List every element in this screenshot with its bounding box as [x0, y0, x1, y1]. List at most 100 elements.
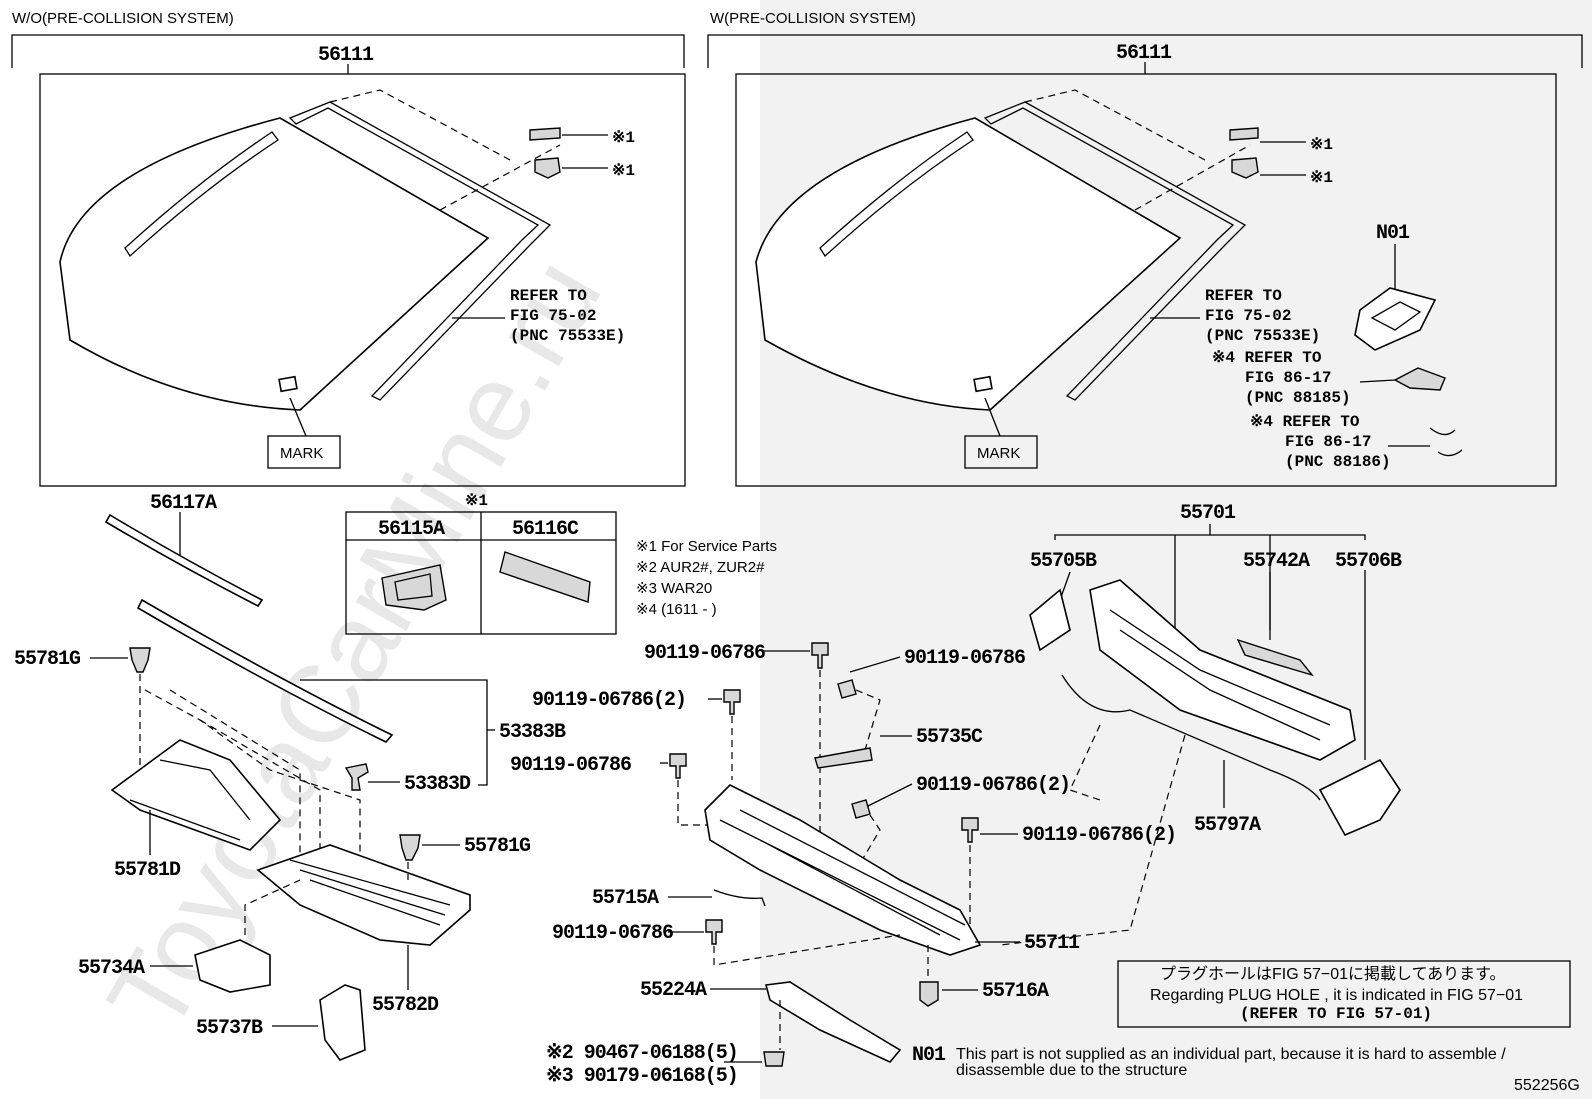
bolt-label-4[interactable]: 90119-06786	[510, 754, 632, 777]
bracket-right	[707, 34, 1583, 68]
service-col-56115A[interactable]: 56115A	[378, 518, 446, 541]
bolt-label-3[interactable]: 90119-06786(2)	[532, 689, 687, 712]
left-ref-line1: REFER TO	[510, 287, 587, 305]
weatherstrip-56117A[interactable]	[104, 513, 264, 608]
plug-note-ref: (REFER TO FIG 57-01)	[1240, 1005, 1432, 1023]
sensor-cover-88185[interactable]	[1393, 367, 1446, 391]
service-col-56116C[interactable]: 56116C	[512, 518, 580, 541]
section-title-right: W(PRE-COLLISION SYSTEM)	[710, 10, 916, 27]
part-53383D[interactable]: 53383D	[404, 773, 472, 796]
panel-55224A[interactable]	[764, 981, 902, 1063]
windshield-moulding-left[interactable]	[288, 101, 552, 401]
bolt-label-6[interactable]: 90119-06786(2)	[1022, 824, 1177, 847]
moulding-53383B[interactable]	[136, 598, 394, 743]
part-55781D[interactable]: 55781D	[114, 859, 182, 882]
windshield-box-left	[39, 73, 686, 487]
mark-label-right: MARK	[977, 445, 1020, 462]
bolt-label-2[interactable]: 90119-06786	[904, 647, 1026, 670]
mark-box-left	[267, 435, 341, 469]
part-55701[interactable]: 55701	[1180, 502, 1237, 525]
service-clip-b-left[interactable]	[534, 157, 561, 179]
part-56111-left[interactable]: 56111	[318, 44, 375, 67]
service-clip-b-right[interactable]	[1231, 157, 1259, 179]
part-55782D[interactable]: 55782D	[372, 994, 440, 1017]
clip-55781G-b[interactable]	[399, 834, 421, 861]
bolt-icon-7[interactable]	[705, 919, 723, 945]
right-ref-line2: FIG 75-02	[1205, 307, 1291, 325]
part-n01[interactable]: N01	[1376, 222, 1411, 245]
part-55711[interactable]: 55711	[1024, 932, 1081, 955]
glass-mark-right	[973, 375, 993, 393]
bolt-icon-3[interactable]	[723, 689, 741, 715]
right-ref-line1: REFER TO	[1205, 287, 1282, 305]
part-55224A[interactable]: 55224A	[640, 979, 708, 1002]
seal-55734A[interactable]	[194, 939, 271, 993]
part-55781G-a[interactable]: 55781G	[14, 648, 82, 671]
windshield-box-right	[735, 73, 1557, 487]
part-55735C[interactable]: 55735C	[916, 726, 984, 749]
cowl-top-55701[interactable]	[1089, 579, 1356, 761]
bolt-icon-2[interactable]	[837, 679, 857, 699]
part-55705B[interactable]: 55705B	[1030, 550, 1098, 573]
clip-56116C[interactable]	[499, 551, 591, 603]
right-ref-line3: (PNC 75533E)	[1205, 327, 1320, 345]
n01-note-label: N01	[912, 1044, 946, 1067]
clip-53383D[interactable]	[344, 763, 369, 791]
bolt-icon-5[interactable]	[851, 799, 871, 819]
part-53383B[interactable]: 53383B	[499, 721, 567, 744]
cowl-louver-55782D[interactable]	[256, 844, 471, 946]
clip-55781G-a[interactable]	[129, 647, 151, 673]
bolt-label-5[interactable]: 90119-06786(2)	[916, 774, 1071, 797]
part-55781G-b[interactable]: 55781G	[464, 835, 532, 858]
mark-label-left: MARK	[280, 445, 323, 462]
section-title-left: W/O(PRE-COLLISION SYSTEM)	[12, 10, 234, 27]
part-55797A[interactable]: 55797A	[1194, 814, 1262, 837]
part-55734A[interactable]: 55734A	[78, 957, 146, 980]
cowl-bracket-55706B[interactable]	[1318, 758, 1401, 837]
star1-right-b: ※1	[1310, 169, 1333, 187]
cowl-bracket-55705B[interactable]	[1029, 588, 1071, 652]
windshield-moulding-right[interactable]	[983, 101, 1247, 401]
bolt-icon-6[interactable]	[961, 817, 979, 843]
part-55706B[interactable]: 55706B	[1335, 550, 1403, 573]
sensor-harness-88186[interactable]	[1429, 427, 1463, 457]
wire-55797A[interactable]	[1061, 674, 1321, 801]
wire-55715A[interactable]	[713, 889, 766, 907]
clip-label-c2[interactable]: ※3 90179-06168(5)	[546, 1065, 739, 1088]
windshield-glass-left[interactable]	[59, 117, 490, 411]
seal-55742A[interactable]	[1236, 638, 1314, 677]
plug-note-jp: プラグホールはFIG 57−01に掲載してあります。	[1160, 965, 1506, 983]
n01-note-line1: This part is not supplied as an individu…	[956, 1046, 1506, 1063]
legend-2: ※2 AUR2#, ZUR2#	[636, 559, 765, 576]
camera-bracket-n01[interactable]	[1354, 287, 1437, 351]
windshield-glass-right[interactable]	[755, 117, 1182, 411]
bolt-icon-4[interactable]	[669, 753, 687, 779]
part-55737B[interactable]: 55737B	[196, 1017, 264, 1040]
legend-1: ※1 For Service Parts	[636, 538, 777, 555]
ref4a-line1: ※4 REFER TO	[1212, 349, 1322, 367]
seal-55737B[interactable]	[319, 984, 366, 1061]
service-clip-a-left[interactable]	[529, 127, 561, 141]
clip-icon-c[interactable]	[763, 1051, 785, 1067]
glass-mark-left	[278, 375, 298, 393]
ref4a-line3: (PNC 88185)	[1245, 389, 1351, 407]
part-55716A[interactable]: 55716A	[982, 980, 1050, 1003]
ref4a-line2: FIG 86-17	[1245, 369, 1331, 387]
n01-note-line2: disassemble due to the structure	[956, 1062, 1187, 1079]
part-55742A[interactable]: 55742A	[1243, 550, 1311, 573]
bolt-label-7[interactable]: 90119-06786	[552, 922, 674, 945]
clip-label-c1[interactable]: ※2 90467-06188(5)	[546, 1042, 739, 1065]
bolt-label-1[interactable]: 90119-06786	[644, 642, 766, 665]
cowl-side-55781D[interactable]	[110, 739, 282, 851]
bolt-icon-1[interactable]	[811, 642, 829, 669]
left-ref-line3: (PNC 75533E)	[510, 327, 625, 345]
part-55715A[interactable]: 55715A	[592, 887, 660, 910]
part-56117A[interactable]: 56117A	[150, 492, 218, 515]
part-56111-right[interactable]: 56111	[1116, 42, 1173, 65]
clip-55716A[interactable]	[919, 981, 939, 1007]
bracket-55735C[interactable]	[814, 747, 873, 769]
service-clip-a-right[interactable]	[1229, 127, 1259, 141]
glass-strip-left	[124, 131, 279, 258]
